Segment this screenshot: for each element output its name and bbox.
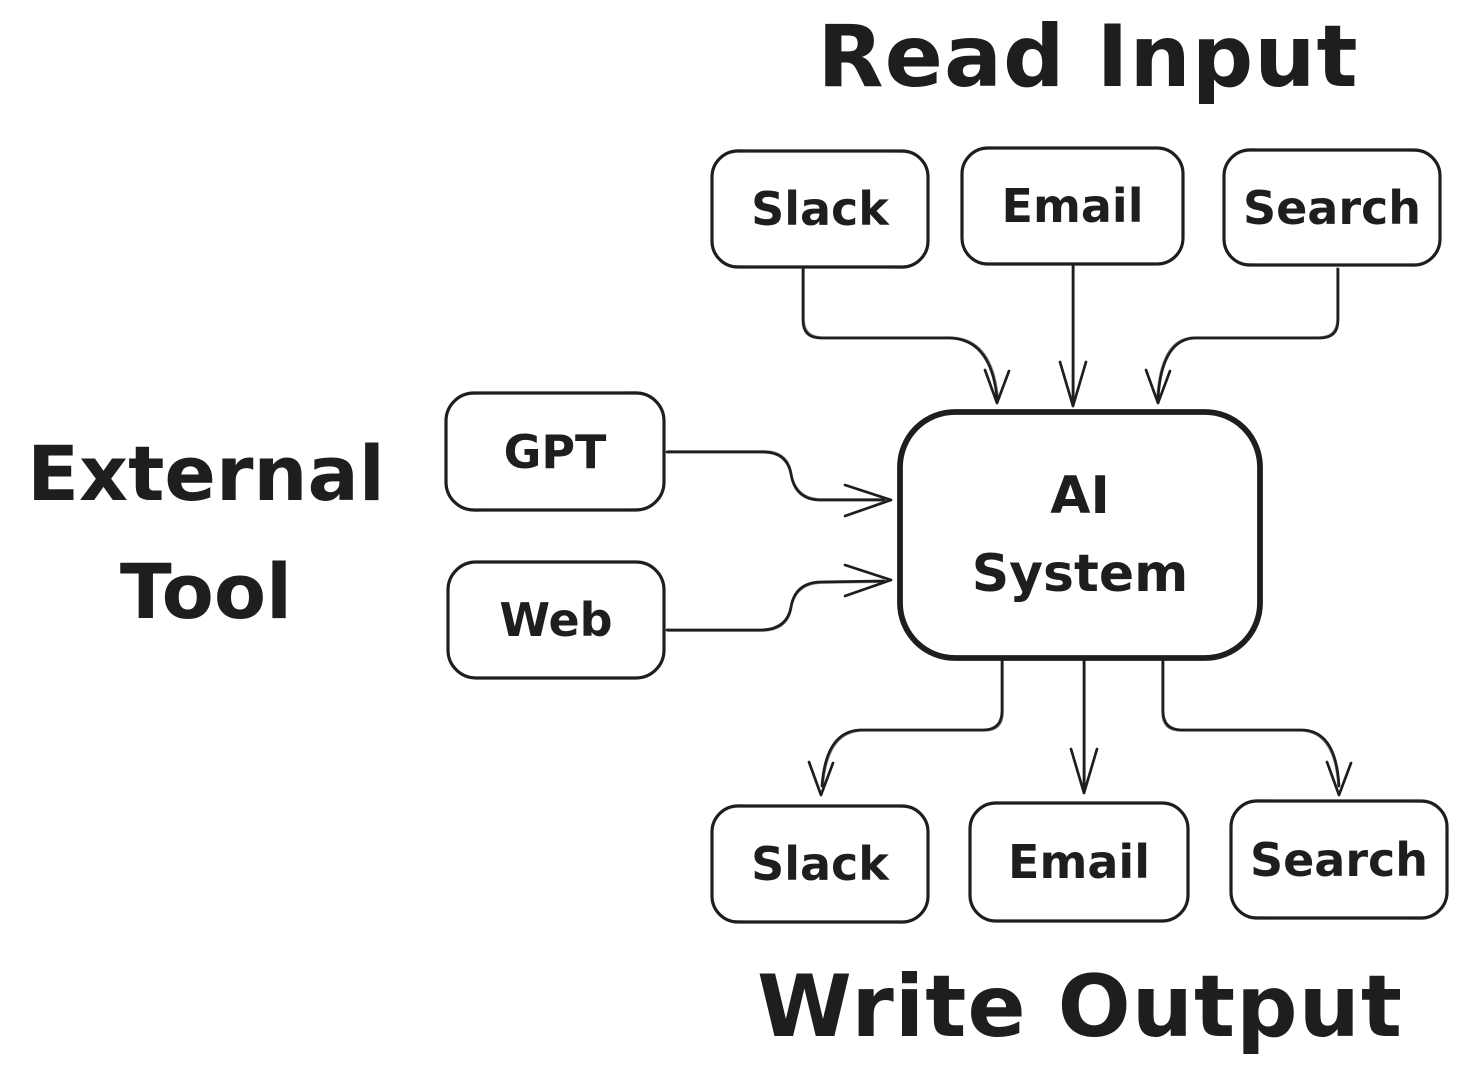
output-search-box [1230,800,1447,920]
connector-input-search-to-ai [1146,268,1338,403]
connector-web-to-ai [667,565,891,631]
arrowhead-down-icon [1071,749,1097,793]
arrowhead-down-icon [985,370,1009,403]
arrowhead-right-icon [845,565,891,596]
input-slack-box [711,150,928,269]
ai-system-box [899,411,1261,660]
connector-gpt-to-ai [667,451,891,516]
connector-ai-to-output-search [1162,659,1351,795]
arrowhead-down-icon [809,762,833,795]
output-slack-box [711,805,928,923]
arrowhead-right-icon [845,485,891,516]
connector-ai-to-output-email [1071,659,1097,793]
arrowhead-down-icon [1327,762,1351,795]
connector-ai-to-output-slack [809,659,1003,795]
output-email-box [969,802,1188,922]
arrowhead-down-icon [1060,362,1086,406]
input-search-box [1223,149,1440,266]
web-box [447,561,664,679]
connector-input-slack-to-ai [803,268,1009,403]
gpt-box [445,392,664,512]
arrowhead-down-icon [1146,370,1170,403]
connector-input-email-to-ai [1060,266,1086,406]
input-email-box [961,147,1183,265]
